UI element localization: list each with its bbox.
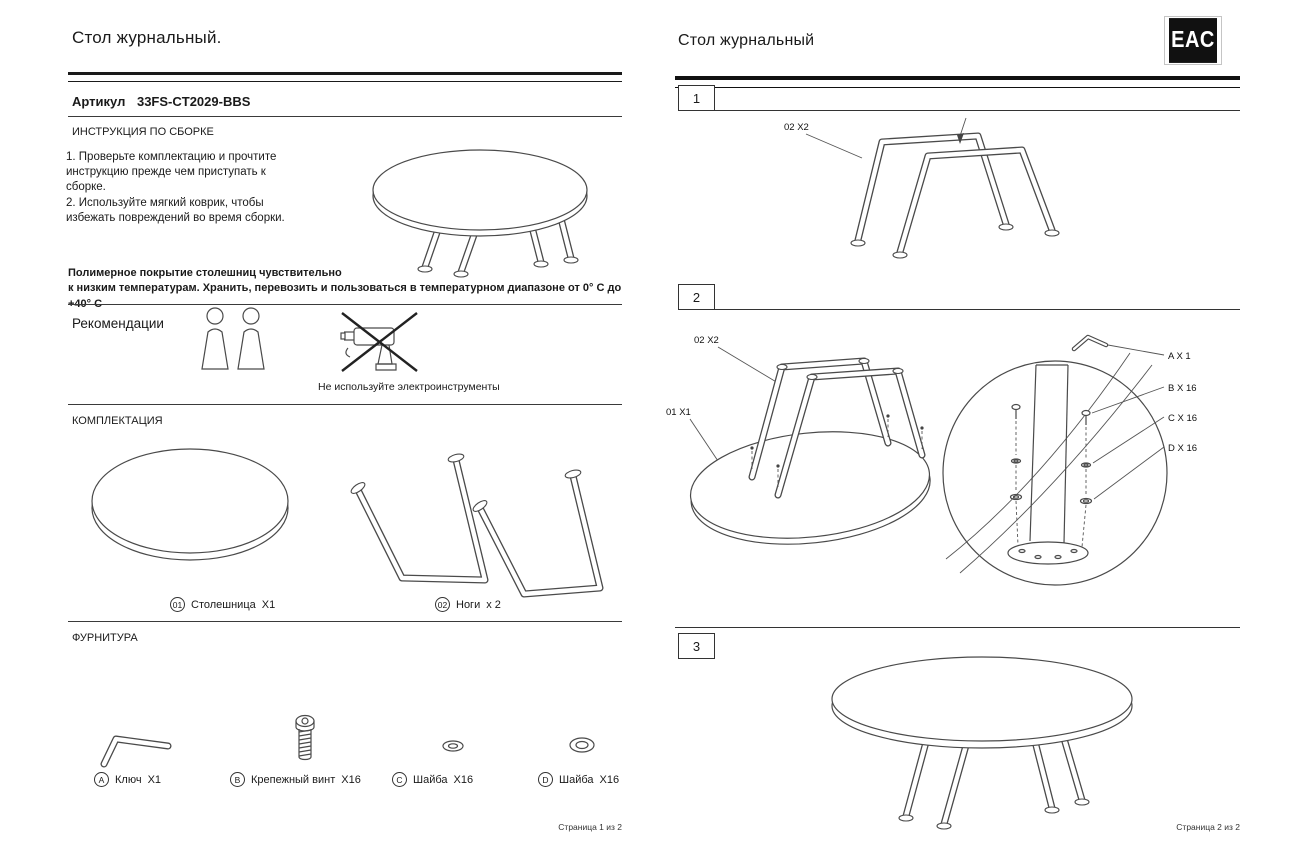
step3-illustration <box>831 656 1133 830</box>
step2-legs-callout: 02 X2 <box>694 335 719 346</box>
step1-rule <box>715 110 1240 111</box>
hardware-name: Шайба <box>413 773 448 786</box>
washer-d-icon <box>569 737 595 753</box>
part-number-badge: 01 <box>170 597 185 612</box>
divider <box>68 304 622 305</box>
hardware-qty: X16 <box>599 773 620 786</box>
divider <box>68 404 622 405</box>
step2-illustration: 02 X2 01 X1 <box>666 334 1197 586</box>
mount-screws <box>750 414 924 487</box>
part-qty: х 2 <box>486 598 501 611</box>
legs-part-illustration <box>350 453 604 598</box>
divider <box>68 72 622 82</box>
hardware-item-a-label: A Ключ X1 <box>94 772 161 787</box>
part-qty: X1 <box>261 598 276 611</box>
page1-footer: Страница 1 из 2 <box>558 822 622 832</box>
hardware-item-b-label: B Крепежный винт X16 <box>230 772 361 787</box>
step3-number-box: 3 <box>678 633 715 659</box>
hardware-qty: X16 <box>341 773 361 786</box>
hardware-name: Шайба <box>559 773 594 786</box>
hardware-qty: X16 <box>453 773 474 786</box>
hardware-qty: X1 <box>147 773 162 786</box>
article-value: 33FS-CT2029-BBS <box>136 94 251 109</box>
page2-footer: Страница 2 из 2 <box>1176 822 1240 832</box>
hardware-item-d-label: D Шайба X16 <box>538 772 619 787</box>
screw-icon <box>295 714 315 761</box>
step2-rule <box>715 309 1240 310</box>
article-label: Артикул <box>72 94 126 109</box>
eac-logo-text: EAC <box>1169 18 1217 63</box>
step1-part-callout: 02 X2 <box>784 122 809 133</box>
divider <box>675 76 1240 88</box>
part-name: Столешница <box>191 598 256 611</box>
hardware-letter-badge: B <box>230 772 245 787</box>
part-name: Ноги <box>456 598 481 611</box>
step1-illustration: 02 X2 <box>784 117 1060 259</box>
washer-c-icon <box>442 740 464 752</box>
two-persons-icon <box>201 307 265 370</box>
hardware-letter-badge: D <box>538 772 553 787</box>
temperature-warning-text: Полимерное покрытие столешниц чувствител… <box>68 267 622 310</box>
divider <box>68 621 622 622</box>
no-power-tools-caption: Не используйте электроинструменты <box>318 381 500 393</box>
hardware-letter-badge: C <box>392 772 407 787</box>
part-label-tabletop: 01 Столешница X1 <box>170 597 275 612</box>
callout-c: C X 16 <box>1168 413 1197 424</box>
hardware-letter-badge: A <box>94 772 109 787</box>
section-instructions-heading: ИНСТРУКЦИЯ ПО СБОРКЕ <box>72 126 214 138</box>
step1-number-box: 1 <box>678 85 715 111</box>
page2-title: Стол журнальный <box>678 32 815 49</box>
section-hardware-heading: ФУРНИТУРА <box>72 632 138 644</box>
tabletop-part-illustration <box>91 448 289 561</box>
part-number-badge: 02 <box>435 597 450 612</box>
inverted-tabletop <box>689 431 931 545</box>
step2-number-box: 2 <box>678 284 715 310</box>
hardware-name: Крепежный винт <box>251 773 336 786</box>
assembly-instructions-text: 1. Проверьте комплектацию и прочтите инс… <box>66 151 285 224</box>
callout-b: B X 16 <box>1168 383 1197 394</box>
section-recommendations-heading: Рекомендации <box>72 316 164 331</box>
section-parts-heading: КОМПЛЕКТАЦИЯ <box>72 415 163 427</box>
article-row: Артикул 33FS-CT2029-BBS <box>72 94 250 109</box>
eac-certification-logo: EAC <box>1164 16 1222 65</box>
detail-circle <box>942 334 1168 586</box>
allen-key-icon <box>100 735 172 768</box>
hardware-item-c-label: C Шайба X16 <box>392 772 473 787</box>
step2-top-callout: 01 X1 <box>666 407 691 418</box>
divider <box>68 116 622 117</box>
no-power-tools-icon <box>340 312 418 372</box>
step3-divider <box>675 627 1240 628</box>
part-label-legs: 02 Ноги х 2 <box>435 597 501 612</box>
callout-a: A X 1 <box>1168 351 1191 362</box>
page1-title: Стол журнальный. <box>72 28 222 47</box>
assembled-table-illustration <box>372 149 588 278</box>
hardware-name: Ключ <box>115 773 142 786</box>
callout-d: D X 16 <box>1168 443 1197 454</box>
